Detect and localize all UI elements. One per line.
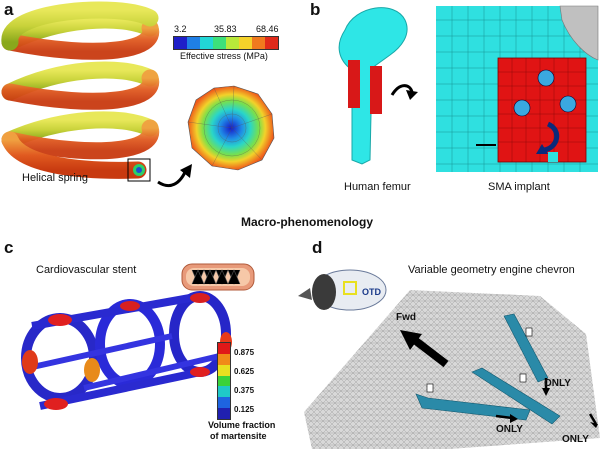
- caption-helical-spring: Helical spring: [22, 172, 89, 184]
- panel-c-label: c: [4, 238, 14, 257]
- caption-human-femur: Human femur: [344, 181, 411, 193]
- panel-a-label: a: [4, 0, 14, 19]
- martensite-colorbar: [217, 342, 231, 420]
- chevron-figure: OTD: [298, 269, 600, 449]
- caption-engine-chevron: Variable geometry engine chevron: [408, 264, 575, 276]
- legend-title-line1: Volume fraction: [208, 420, 276, 430]
- colorbar-tick-mid: 35.83: [214, 24, 237, 34]
- legend-value-0625: 0.625: [234, 367, 255, 376]
- panel-d: d Variable geometry engine chevron OTD: [290, 238, 600, 449]
- panel-b: b: [300, 0, 600, 205]
- legend-value-0125: 0.125: [234, 405, 255, 414]
- arrow-label-only-2: ONLY: [496, 424, 523, 435]
- center-title: Macro-phenomenology: [241, 215, 374, 229]
- legend-value-0875: 0.875: [234, 348, 255, 357]
- panel-a: a: [0, 0, 300, 205]
- colorbar-tick-max: 68.46: [256, 24, 279, 34]
- legend-title-line2: of martensite: [210, 431, 267, 441]
- stress-colorbar: [173, 36, 279, 50]
- panel-d-label: d: [312, 238, 323, 257]
- panel-c: c Cardiovascular stent: [0, 238, 290, 449]
- colorbar-title: Effective stress (MPa): [180, 51, 268, 61]
- caption-cardiovascular-stent: Cardiovascular stent: [36, 264, 137, 276]
- helical-spring-figure: [1, 1, 275, 187]
- arrow-label-only-1: ONLY: [544, 378, 571, 389]
- stent-figure: [21, 263, 255, 410]
- arrow-label-only-3: ONLY: [562, 434, 589, 445]
- engine-text: OTD: [362, 287, 381, 297]
- colorbar-tick-min: 3.2: [174, 24, 187, 34]
- arrow-label-fwd: Fwd: [396, 312, 416, 323]
- panel-b-label: b: [310, 0, 321, 19]
- caption-sma-implant: SMA implant: [488, 181, 550, 193]
- femur-implant-figure: [338, 5, 599, 172]
- legend-value-0375: 0.375: [234, 386, 255, 395]
